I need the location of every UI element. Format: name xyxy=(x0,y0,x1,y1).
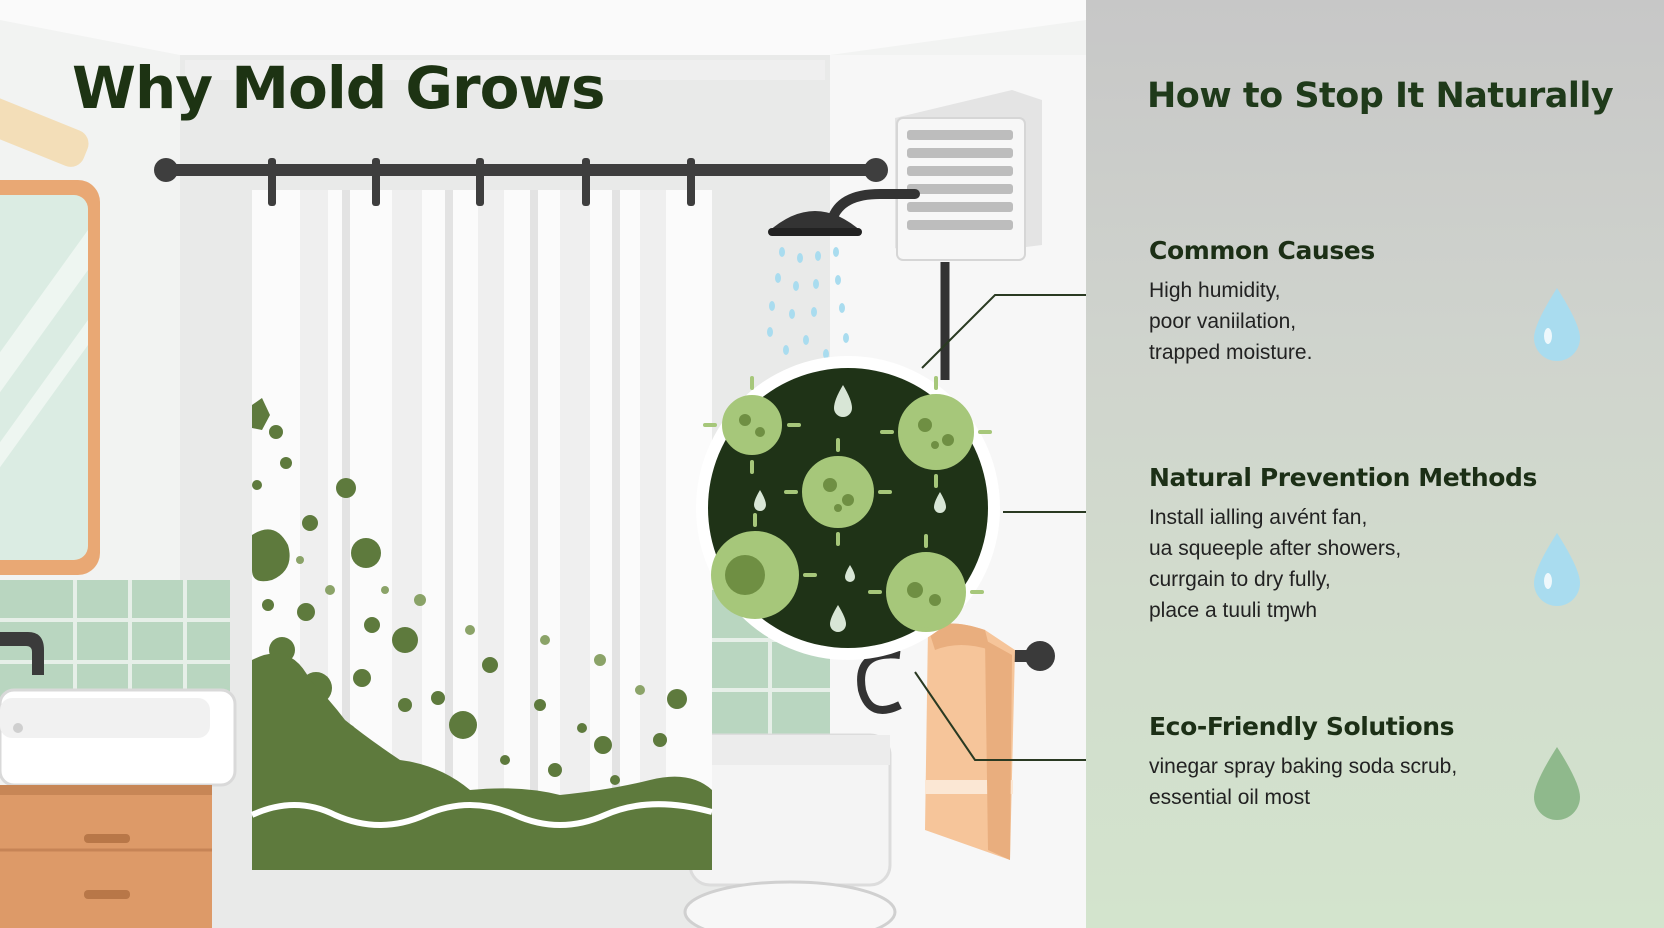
curtain-rod xyxy=(154,158,888,206)
section-text-line: High humidity, xyxy=(1149,279,1281,302)
section-text-line: trapped moisture. xyxy=(1149,341,1313,364)
section-text-line: poor vaniilation, xyxy=(1149,310,1297,333)
section-eco-solutions: Eco-Friendly Solutions vinegar spray bak… xyxy=(1149,712,1619,813)
leaf-drop-icon xyxy=(1534,747,1580,820)
section-text-line: vinegar spray baking soda scrub, xyxy=(1149,755,1458,778)
section-text-line: Install ialling aıvént fan, xyxy=(1149,506,1368,529)
shower-curtain xyxy=(250,190,713,870)
water-drop-icon xyxy=(1534,288,1580,361)
section-heading: Natural Prevention Methods xyxy=(1149,463,1538,492)
toilet xyxy=(683,880,897,928)
shower-head xyxy=(768,189,950,714)
section-heading: Common Causes xyxy=(1149,236,1375,265)
section-text-line: essential oil most xyxy=(1149,786,1311,809)
water-spray xyxy=(767,247,849,359)
mold-magnifier xyxy=(696,356,1000,660)
towel xyxy=(925,623,1055,860)
vanity-cabinet xyxy=(0,785,212,928)
sink xyxy=(0,632,237,787)
vanity-light xyxy=(0,95,89,167)
panel-title: How to Stop It Naturally xyxy=(1147,76,1614,116)
mirror xyxy=(0,180,100,575)
section-natural-prevention: Natural Prevention Methods Install ialli… xyxy=(1149,463,1619,626)
section-heading: Eco-Friendly Solutions xyxy=(1149,712,1455,741)
exhaust-vent xyxy=(895,90,1042,261)
section-text-line: currgain to dry fully, xyxy=(1149,568,1331,591)
section-common-causes: Common Causes High humidity, poor vaniil… xyxy=(1149,236,1619,368)
section-text-line: place a tuuli tɱwh xyxy=(1149,599,1318,622)
main-title: Why Mold Grows xyxy=(72,54,606,122)
section-text-line: ua squeeple after showers, xyxy=(1149,537,1402,560)
water-drop-icon xyxy=(1534,533,1580,606)
